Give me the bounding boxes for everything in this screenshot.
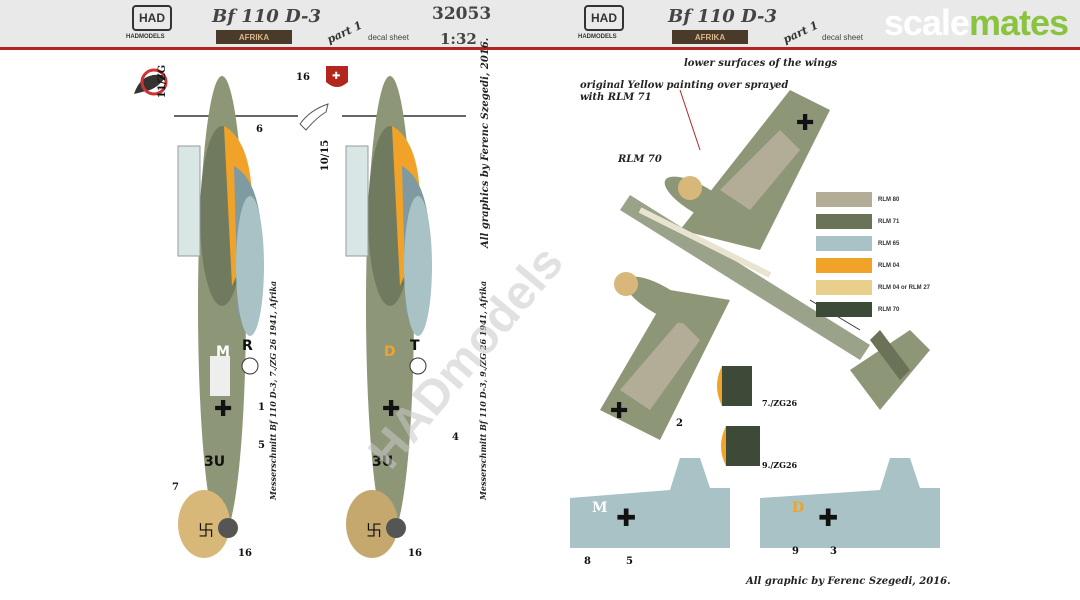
rlm70-note: RLM 70 xyxy=(618,154,662,165)
svg-text:3U: 3U xyxy=(372,454,393,470)
had-logo-2: HAD xyxy=(584,5,624,31)
num-5: 5 xyxy=(258,440,265,451)
wing-num-3: 3 xyxy=(830,546,837,557)
wing-num-9: 9 xyxy=(792,546,799,557)
num-4: 4 xyxy=(452,432,459,443)
lower-surfaces-label: lower surfaces of the wings xyxy=(684,58,838,69)
legend-label: RLM 04 xyxy=(878,262,900,269)
legend-row: RLM 80 xyxy=(816,192,899,207)
right-credit: All graphic by Ferenc Szegedi, 2016. xyxy=(746,576,951,587)
num-7: 7 xyxy=(172,482,179,493)
part-label: part 1 xyxy=(324,18,365,47)
legend-label: RLM 70 xyxy=(878,306,900,313)
svg-text:✚: ✚ xyxy=(616,504,636,532)
left-profiles-artwork: ✚ ✚ M R 3U 卐 ✚ D T 3U 卐 xyxy=(134,66,466,558)
top-view-artwork: ✚ ✚ xyxy=(600,89,930,440)
svg-text:3U: 3U xyxy=(204,454,225,470)
wing-num-5: 5 xyxy=(626,556,633,567)
num-16-b: 16 xyxy=(296,72,310,83)
num-16: 16 xyxy=(238,548,252,559)
legend-row: RLM 04 xyxy=(816,258,899,273)
scalemates-watermark: scalemates xyxy=(883,2,1069,44)
left-credit: All graphics by Ferenc Szegedi, 2016. xyxy=(480,37,491,248)
num-2: 2 xyxy=(676,418,683,429)
legend-swatch xyxy=(816,214,872,229)
svg-text:T: T xyxy=(410,338,420,354)
legend-row: RLM 04 or RLM 27 xyxy=(816,280,930,295)
svg-text:✚: ✚ xyxy=(818,504,838,532)
decal-sheet-label-2: decal sheet xyxy=(822,33,863,42)
legend-row: RLM 70 xyxy=(816,302,899,317)
brand-text-2: HADMODELS xyxy=(578,34,617,40)
shark-emblem xyxy=(134,68,168,96)
product-code: 32053 xyxy=(432,4,492,24)
legend-label: RLM 80 xyxy=(878,196,900,203)
svg-text:✚: ✚ xyxy=(382,397,400,422)
svg-text:卐: 卐 xyxy=(198,521,214,540)
svg-text:✚: ✚ xyxy=(332,71,340,82)
watermark-mates: mates xyxy=(968,2,1069,43)
dog-emblem xyxy=(299,103,329,131)
lower-wings-artwork: ✚ ✚ xyxy=(570,458,940,548)
watermark-scale: scale xyxy=(883,2,970,43)
afrika-badge: AFRIKA xyxy=(216,30,292,44)
num-1: 1 xyxy=(258,402,265,413)
legend-swatch xyxy=(816,258,872,273)
small-label-1: 7./ZG26 xyxy=(762,398,798,408)
legend-swatch xyxy=(816,192,872,207)
shield-emblem: ✚ xyxy=(326,66,348,87)
svg-text:M: M xyxy=(216,344,230,360)
svg-text:D: D xyxy=(384,344,396,360)
legend-swatch xyxy=(816,236,872,251)
legend-label: RLM 04 or RLM 27 xyxy=(878,284,931,291)
profile-1: ✚ M R 3U 卐 xyxy=(174,76,298,558)
legend-label: RLM 71 xyxy=(878,218,900,225)
legend-row: RLM 65 xyxy=(816,236,899,251)
svg-text:卐: 卐 xyxy=(366,521,382,540)
num-6: 6 xyxy=(256,124,263,135)
legend-swatch xyxy=(816,302,872,317)
sheet-title: Bf 110 D-3 xyxy=(212,6,322,27)
profile-2: ✚ D T 3U 卐 xyxy=(342,76,466,558)
had-logo: HAD xyxy=(132,5,172,31)
legend-row: RLM 71 xyxy=(816,214,899,229)
yellow-note: original Yellow painting over sprayed wi… xyxy=(580,80,789,103)
part-label-2: part 1 xyxy=(780,18,821,47)
caption-1: Messerschmitt Bf 110 D-3, 7./ZG 26 1941,… xyxy=(268,280,278,500)
svg-text:R: R xyxy=(242,338,253,354)
sheet-title-2: Bf 110 D-3 xyxy=(668,6,778,27)
unit-label-1: 11/ZG xyxy=(157,64,169,99)
wing-num-8: 8 xyxy=(584,556,591,567)
num-16-c: 16 xyxy=(408,548,422,559)
small-insignia xyxy=(717,366,760,466)
brand-text: HADMODELS xyxy=(126,34,165,40)
scale-label: 1:32 xyxy=(440,30,477,48)
header-bar: HAD HADMODELS Bf 110 D-3 AFRIKA part 1 3… xyxy=(0,0,1080,50)
wing-letter-d: D xyxy=(792,500,805,516)
unit-label-2: 10/15 xyxy=(320,139,332,172)
small-label-2: 9./ZG26 xyxy=(762,460,798,470)
svg-text:✚: ✚ xyxy=(796,111,814,136)
legend-label: RLM 65 xyxy=(878,240,900,247)
decal-sheet-label: decal sheet xyxy=(368,33,409,42)
svg-text:✚: ✚ xyxy=(610,399,628,424)
svg-text:✚: ✚ xyxy=(214,397,232,422)
afrika-badge-2: AFRIKA xyxy=(672,30,748,44)
legend-swatch xyxy=(816,280,872,295)
wing-letter-m: M xyxy=(592,500,608,516)
